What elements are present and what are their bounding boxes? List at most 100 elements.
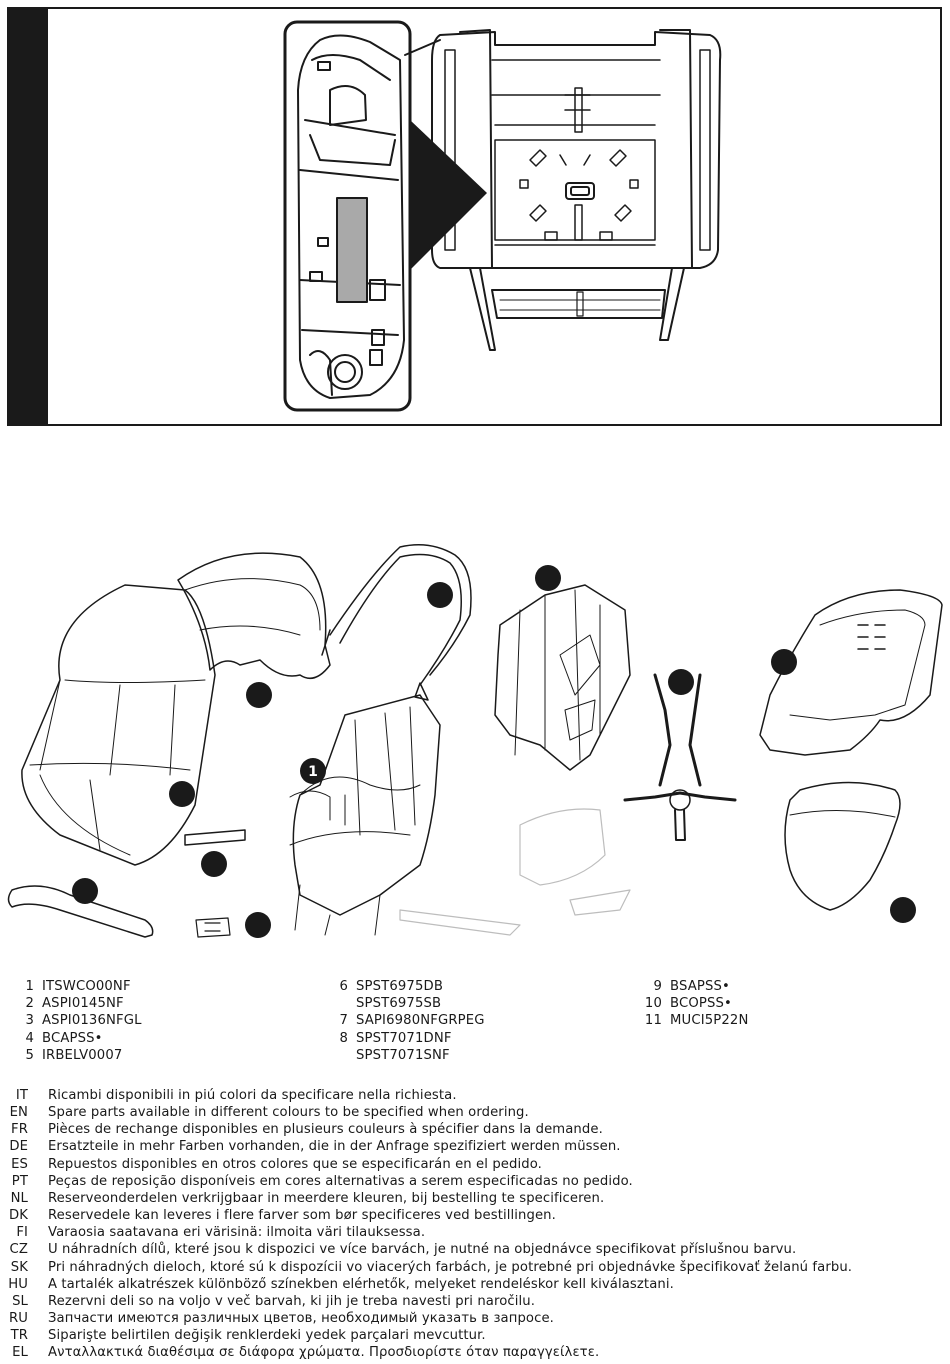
bumper-bar-drawing bbox=[7, 885, 154, 938]
part-row: 10 BCOPSS• bbox=[636, 995, 748, 1012]
shoulder-strap-drawing bbox=[329, 544, 472, 686]
language-text: Pièces de rechange disponibles en plusie… bbox=[48, 1122, 603, 1138]
language-text: Varaosia saatavana eri värisinä: ilmoita… bbox=[48, 1225, 426, 1241]
language-code: DK bbox=[8, 1208, 28, 1224]
shaded-panel bbox=[336, 197, 368, 303]
bracket-drawing bbox=[184, 829, 246, 846]
part-code: ASPI0145NF bbox=[42, 996, 124, 1012]
language-note: ES Repuestos disponibles en otros colores… bbox=[0, 1156, 950, 1173]
footmuff-drawing bbox=[784, 781, 901, 911]
language-code: TR bbox=[10, 1328, 28, 1344]
language-text: Запчасти имеются различных цветов, необх… bbox=[48, 1311, 554, 1327]
language-text: Pri náhradných dieloch, ktoré sú k dispo… bbox=[48, 1259, 853, 1275]
language-note: DK Reservedele kan leveres i flere farver… bbox=[0, 1207, 950, 1224]
language-note: TR Sipar­işte belirtilen değişik renklerd… bbox=[0, 1327, 950, 1344]
language-code: SL bbox=[12, 1293, 28, 1309]
language-code: FI bbox=[16, 1225, 28, 1241]
top-illustration bbox=[283, 20, 722, 412]
part-number bbox=[322, 1047, 356, 1064]
language-note: DE Ersatzteile in mehr Farben vorhanden, … bbox=[0, 1138, 950, 1155]
language-note: CZ U náhradních dílů, které jsou k dispoz… bbox=[0, 1241, 950, 1258]
language-note: NL Reserveonderdelen verkrijgbaar in meer… bbox=[0, 1190, 950, 1207]
part-row: SPST6975SB bbox=[322, 995, 485, 1012]
clip-drawing bbox=[195, 917, 231, 938]
language-text: Ricambi disponibili in piú colori da spe… bbox=[48, 1088, 457, 1103]
part-number: 1 bbox=[25, 979, 34, 994]
side-rail-detail bbox=[297, 34, 405, 399]
language-code: ES bbox=[11, 1156, 28, 1172]
language-text: Ανταλλακτικά διαθέσιμα σε διάφορα χρώματ… bbox=[48, 1345, 600, 1361]
callout-1-label: 1 bbox=[308, 764, 318, 780]
part-row: SPST7071SNF bbox=[322, 1047, 485, 1064]
part-row: 8 SPST7071DNF bbox=[322, 1030, 485, 1047]
rain-cover-drawing bbox=[21, 584, 216, 866]
language-text: Repuestos disponibles en otros colores q… bbox=[48, 1156, 542, 1172]
language-text: U náhradních dílů, které jsou k dispozic… bbox=[48, 1242, 797, 1258]
language-code: IT bbox=[15, 1088, 28, 1103]
language-code: EL bbox=[12, 1345, 28, 1361]
part-code: ITSWCO00NF bbox=[42, 979, 131, 994]
part-code: ASPI0136NFGL bbox=[42, 1013, 142, 1029]
canopy-drawing bbox=[177, 552, 331, 680]
part-row: 9 BSAPSS• bbox=[636, 978, 748, 995]
language-text: Reserveonderdelen verkrijgbaar in meerde… bbox=[48, 1190, 605, 1206]
part-number bbox=[322, 995, 356, 1012]
part-row: 5 IRBELV0007 bbox=[8, 1047, 142, 1064]
part-code: SPST7071DNF bbox=[356, 1030, 452, 1046]
part-code: BSAPSS• bbox=[670, 979, 730, 994]
language-code: FR bbox=[11, 1122, 28, 1138]
part-number: 8 bbox=[339, 1030, 348, 1046]
part-code: SAPI6980NFGRPEG bbox=[356, 1013, 485, 1029]
part-code: MUCI5P22N bbox=[670, 1013, 749, 1029]
language-note: FI Varaosia saatavana eri värisinä: ilmoi… bbox=[0, 1224, 950, 1241]
part-number: 4 bbox=[25, 1030, 34, 1046]
part-code: SPST7071SNF bbox=[356, 1047, 450, 1063]
part-code: IRBELV0007 bbox=[42, 1047, 123, 1063]
part-number: 2 bbox=[25, 996, 34, 1012]
language-code: CZ bbox=[9, 1242, 28, 1258]
part-row: 2 ASPI0145NF bbox=[8, 995, 142, 1012]
language-code: DE bbox=[9, 1139, 28, 1155]
language-code: HU bbox=[8, 1276, 28, 1292]
seat-liner-drawing bbox=[759, 589, 943, 756]
multilingual-notes: IT Ricambi disponibili in piú colori da s… bbox=[0, 1087, 950, 1362]
harness-drawing bbox=[653, 673, 702, 787]
part-number: 9 bbox=[653, 979, 662, 994]
language-text: Sipar­işte belirtilen değişik renklerdek… bbox=[48, 1328, 486, 1344]
language-note: EN Spare parts available in different col… bbox=[0, 1104, 950, 1121]
language-code: EN bbox=[9, 1105, 28, 1121]
part-code: SPST6975SB bbox=[356, 996, 442, 1012]
part-number: 7 bbox=[339, 1013, 348, 1029]
language-note: SK Pri náhradných dieloch, ktoré sú k dis… bbox=[0, 1259, 950, 1276]
language-code: NL bbox=[10, 1190, 28, 1206]
pointer-arrow bbox=[410, 120, 487, 270]
language-note: FR Pièces de rechange disponibles en plus… bbox=[0, 1121, 950, 1138]
part-code: SPST6975DB bbox=[356, 979, 444, 994]
chassis-drawing bbox=[292, 694, 441, 916]
part-code: BCOPSS• bbox=[670, 996, 732, 1012]
part-number: 10 bbox=[644, 996, 662, 1012]
language-code: PT bbox=[11, 1173, 28, 1189]
language-text: Peças de reposição disponíveis em cores … bbox=[48, 1173, 633, 1189]
part-number: 5 bbox=[25, 1047, 34, 1063]
side-tab-bar bbox=[7, 7, 48, 426]
language-text: Spare parts available in different colou… bbox=[48, 1105, 529, 1121]
language-code: SK bbox=[10, 1259, 28, 1275]
language-text: Reservedele kan leveres i flere farver s… bbox=[48, 1208, 556, 1224]
part-row: 7 SAPI6980NFGRPEG bbox=[322, 1012, 485, 1029]
language-note: SL Rezervni deli so na voljo v več barvah… bbox=[0, 1293, 950, 1310]
language-note: PT Peças de reposição disponíveis em core… bbox=[0, 1173, 950, 1190]
language-note: EL Ανταλλακτικά διαθέσιμα σε διάφορα χρώμ… bbox=[0, 1344, 950, 1361]
part-row: 1 ITSWCO00NF bbox=[8, 978, 142, 995]
language-text: Rezervni deli so na voljo v več barvah, … bbox=[48, 1293, 536, 1309]
seat-unit-drawing bbox=[494, 584, 631, 771]
language-text: Ersatzteile in mehr Farben vorhanden, di… bbox=[48, 1139, 621, 1155]
